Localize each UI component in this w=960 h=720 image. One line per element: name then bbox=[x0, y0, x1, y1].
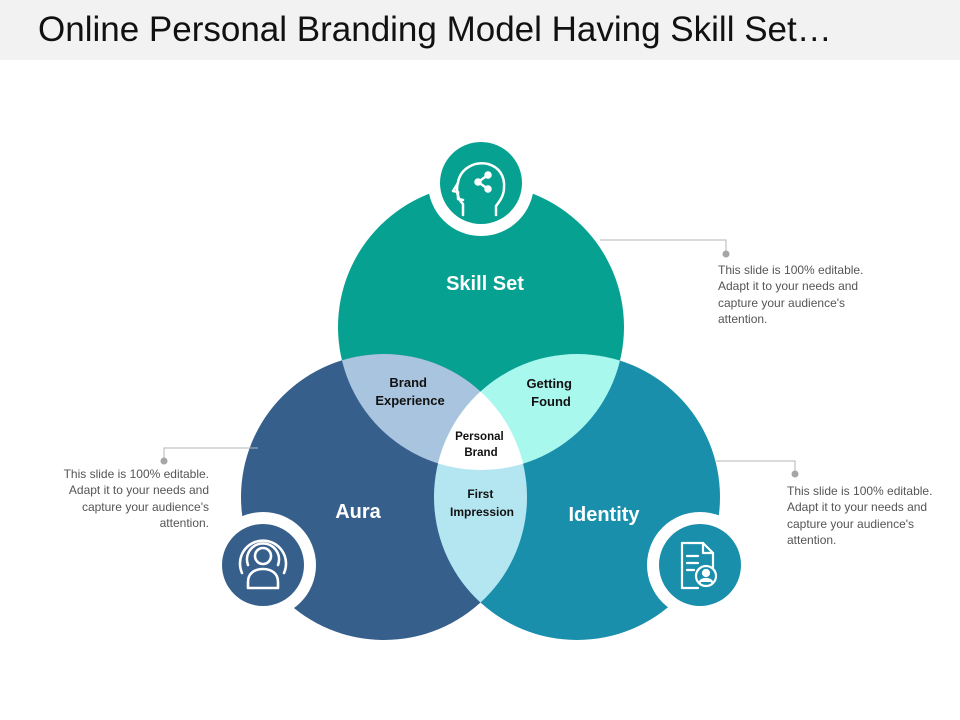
aura-connector bbox=[163, 447, 258, 460]
identity-connector bbox=[716, 460, 796, 473]
aura-label: Aura bbox=[335, 501, 381, 523]
aura-connector-dot bbox=[160, 457, 168, 465]
skill-set-connector-dot bbox=[722, 250, 730, 258]
skill-set-note: This slide is 100% editable. Adapt it to… bbox=[718, 263, 864, 326]
identity-connector-dot bbox=[791, 470, 799, 478]
skill-set-connector bbox=[600, 239, 727, 253]
user-broadcast-icon bbox=[238, 539, 288, 590]
title-bar bbox=[0, 0, 960, 60]
identity-badge bbox=[659, 524, 741, 606]
getting-found-label: Getting Found bbox=[526, 376, 575, 409]
aura-note: This slide is 100% editable. Adapt it to… bbox=[63, 467, 209, 530]
identity-label: Identity bbox=[568, 504, 640, 526]
page-title: Online Personal Branding Model Having Sk… bbox=[38, 10, 832, 49]
first-impression-label: First Impression bbox=[450, 487, 514, 519]
personal-brand-label: Personal Brand bbox=[455, 431, 507, 459]
brand-experience-label: Brand Experience bbox=[375, 375, 444, 408]
head-share-icon bbox=[451, 162, 506, 217]
document-user-icon bbox=[680, 541, 718, 590]
identity-note: This slide is 100% editable. Adapt it to… bbox=[787, 484, 933, 547]
skill-set-label: Skill Set bbox=[446, 273, 524, 295]
personal-brand-overlap bbox=[434, 354, 527, 470]
